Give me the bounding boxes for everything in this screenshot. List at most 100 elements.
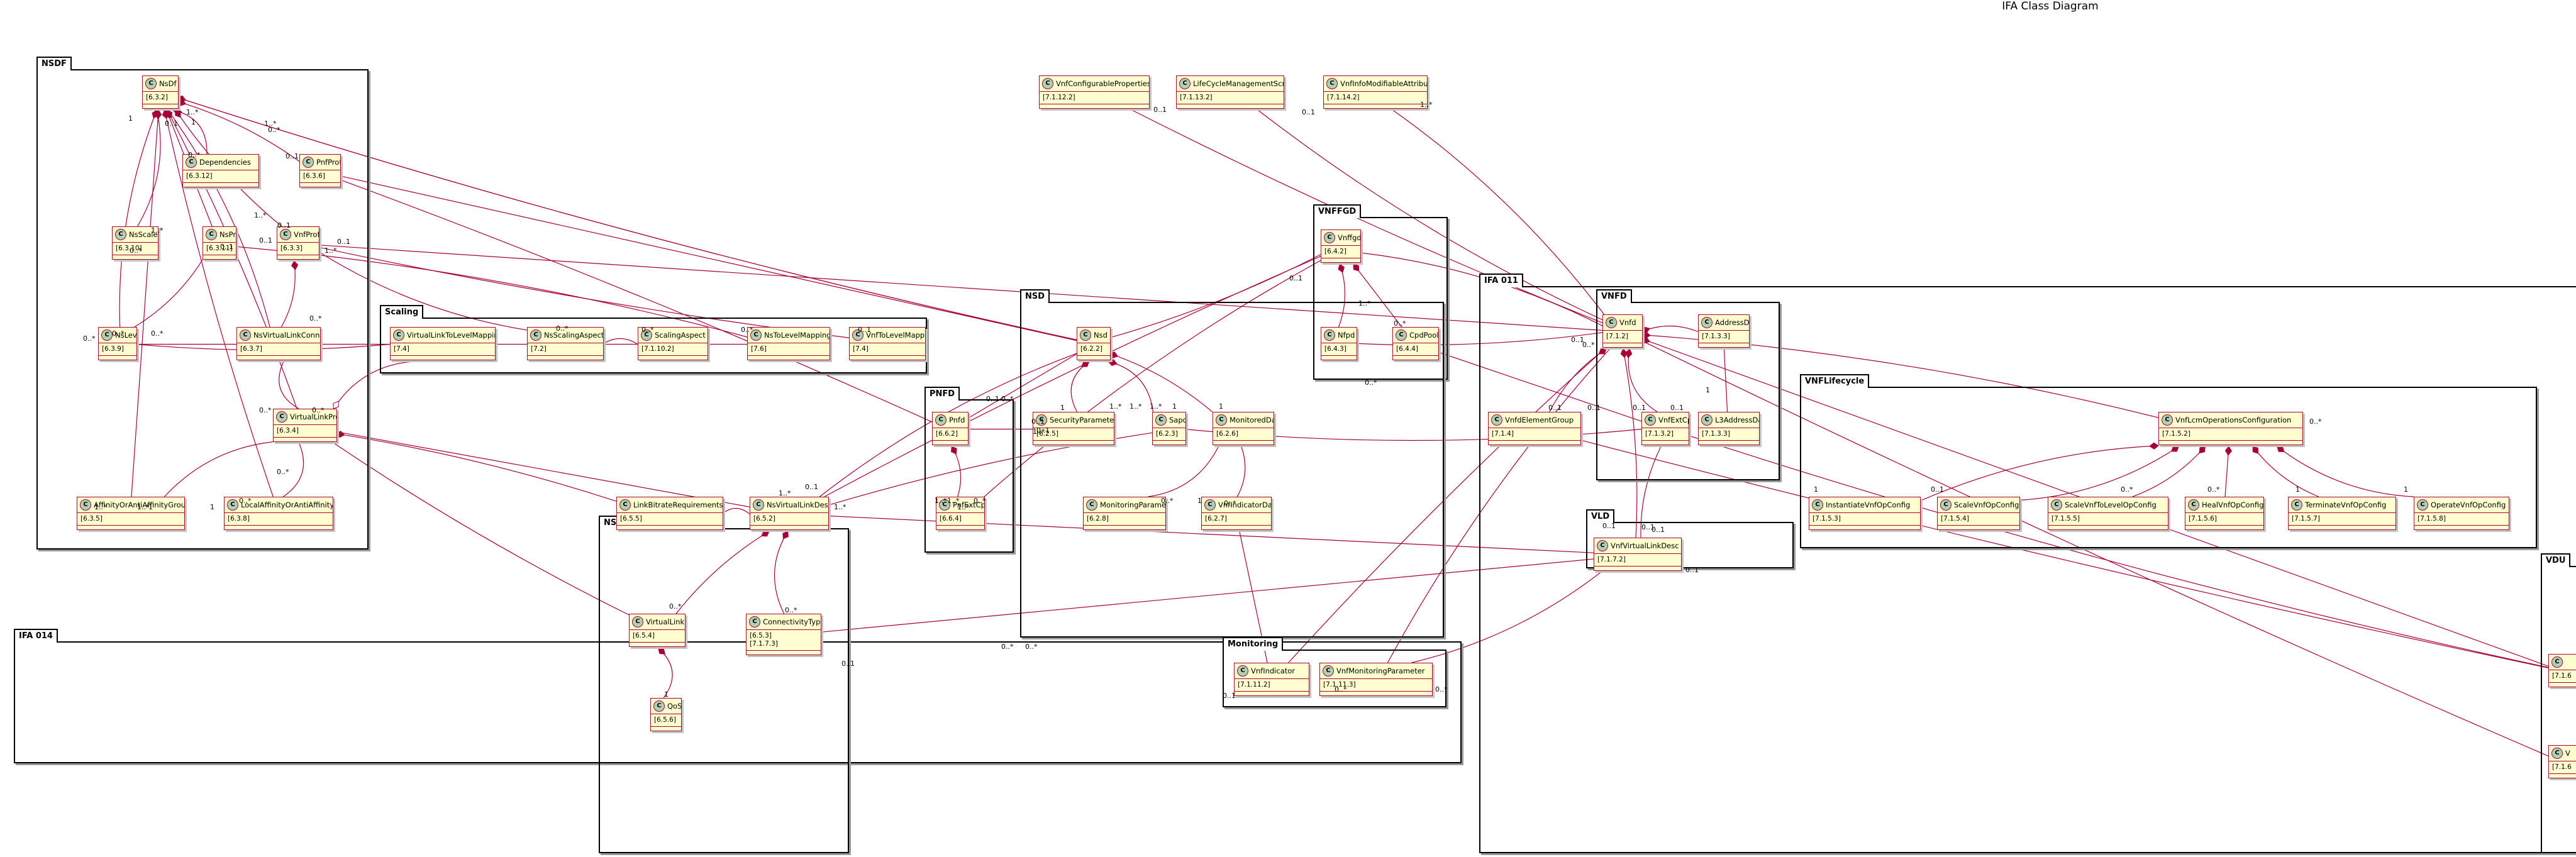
- class-name: Dependencies: [199, 158, 251, 167]
- class-icon: C: [1326, 78, 1338, 89]
- class-reference: [6.3.10]: [116, 245, 142, 252]
- class-reference: [6.3.9]: [102, 345, 124, 353]
- class-icon: C: [1812, 499, 1823, 511]
- class-vnfinddata[interactable]: CVnfIndicatorData[6.2.7]: [1201, 497, 1272, 530]
- class-localaff[interactable]: CLocalAffinityOrAntiAffinityRule[6.3.8]: [224, 497, 333, 530]
- package-vnffgd: VNFFGD: [1313, 204, 1448, 380]
- class-pnfextcpd[interactable]: CPnfExtCpd[6.6.4]: [936, 497, 985, 530]
- class-icon: C: [1179, 78, 1191, 89]
- class-reference: [6.4.4]: [1396, 345, 1418, 353]
- class-name: SecurityParameters: [1050, 416, 1114, 424]
- class-vnftolevel[interactable]: CVnfToLevelMapping[7.4]: [849, 327, 926, 360]
- multiplicity-label: 0..*: [277, 468, 289, 476]
- class-name: TerminateVnfOpConfig: [2305, 500, 2387, 509]
- class-name: VnfToLevelMapping: [866, 331, 925, 340]
- class-pnfprofile[interactable]: CPnfProfile[6.3.6]: [299, 154, 341, 187]
- class-addressdata[interactable]: CAddressData[7.1.3.3]: [1698, 314, 1750, 348]
- class-nsprofile[interactable]: CNsProfile[6.3.11]: [203, 226, 236, 260]
- class-vnfextcpd[interactable]: CVnfExtCpd[7.1.3.2]: [1641, 412, 1689, 445]
- multiplicity-label: 0..1: [841, 660, 855, 668]
- class-icon: C: [1323, 665, 1334, 677]
- class-icon: C: [939, 499, 950, 511]
- class-l3addr[interactable]: CL3AddressData[7.1.3.3]: [1698, 412, 1760, 445]
- class-vldf[interactable]: CVirtualLinkDf[6.5.4]: [629, 614, 686, 647]
- class-vlprofile[interactable]: CVirtualLinkProfile[6.3.4]: [273, 409, 337, 442]
- multiplicity-label: 0..1: [1302, 108, 1315, 116]
- multiplicity-label: 0..1: [1633, 404, 1646, 412]
- class-name: InstantiateVnfOpConfig: [1826, 500, 1911, 509]
- class-icon: C: [1216, 414, 1227, 426]
- class-reference: [6.5.5]: [620, 515, 642, 522]
- class-nsscaleinfo[interactable]: CNsScaleInfo[6.3.10]: [112, 226, 158, 260]
- class-reference: [6.3.5]: [80, 515, 103, 522]
- multiplicity-label: 0..1: [1223, 692, 1236, 700]
- class-nslevel[interactable]: CNsLevel[6.3.9]: [98, 327, 137, 360]
- class-name: ScaleVnfToLevelOpConfig: [2065, 500, 2157, 509]
- class-reference: [7.1.5.2]: [2162, 430, 2190, 438]
- package-label: VNFLifecycle: [1800, 374, 1870, 388]
- class-vnfinfomod[interactable]: CVnfInfoModifiableAttributes[7.1.14.2]: [1323, 75, 1428, 109]
- multiplicity-label: 1..*: [935, 497, 947, 505]
- diagram-title: IFA Class Diagram: [2002, 0, 2099, 13]
- class-icon: C: [227, 499, 238, 511]
- class-monitoreddata[interactable]: CMonitoredData[6.2.6]: [1213, 412, 1274, 445]
- multiplicity-label: 0..1: [986, 395, 999, 403]
- class-reference: [7.1.13.2]: [1180, 94, 1213, 101]
- class-reference: [7.1.6: [2552, 763, 2572, 771]
- class-monparam[interactable]: CMonitoringParameter[6.2.8]: [1083, 497, 1166, 530]
- multiplicity-label: 1: [1219, 402, 1223, 411]
- multiplicity-label: 0..*: [1394, 319, 1406, 328]
- class-nsvlconn[interactable]: CNsVirtualLinkConnectivity[6.3.7]: [236, 327, 321, 360]
- class-name: NsScalingAspect: [544, 331, 603, 340]
- class-reference: [7.1.5.3]: [1813, 515, 1841, 522]
- class-icon: C: [1491, 414, 1502, 426]
- class-name: PnfProfile: [316, 158, 340, 167]
- class-sapd[interactable]: CSapd[6.2.3]: [1152, 412, 1186, 445]
- class-name: Pnfd: [949, 416, 965, 424]
- class-icon: C: [2551, 656, 2563, 668]
- class-icon: C: [240, 329, 251, 341]
- multiplicity-label: 1..*: [186, 108, 199, 116]
- multiplicity-label: 0..*: [1365, 379, 1377, 387]
- class-reference: [7.1.5.8]: [2418, 515, 2446, 522]
- class-icon: C: [1324, 232, 1335, 243]
- class-reference: [6.3.8]: [228, 515, 250, 522]
- multiplicity-label: 0..*: [259, 406, 272, 414]
- class-vdu1[interactable]: C[7.1.6: [2548, 654, 2576, 687]
- class-lcmscript[interactable]: CLifeCycleManagementScript[7.1.13.2]: [1176, 75, 1284, 109]
- class-reference: [7.1.14.2]: [1327, 94, 1360, 101]
- multiplicity-label: 0..*: [112, 329, 125, 338]
- class-vnfprofile[interactable]: CVnfProfile[6.3.3]: [277, 226, 319, 260]
